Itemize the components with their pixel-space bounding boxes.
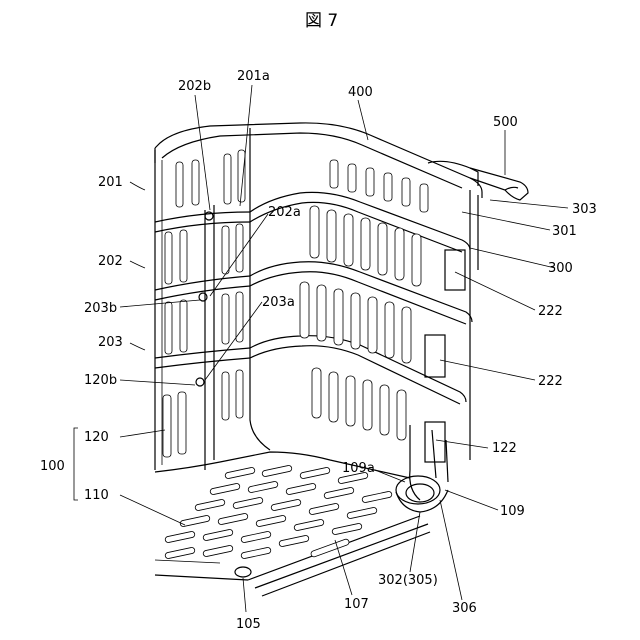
- label-201: 201: [98, 175, 123, 190]
- basket-drawing: [155, 123, 528, 596]
- label-120b: 120b: [84, 373, 117, 388]
- label-100: 100: [40, 459, 65, 474]
- label-500: 500: [493, 115, 518, 130]
- leader-lines: [74, 85, 568, 612]
- label-203: 203: [98, 335, 123, 350]
- label-203a: 203a: [262, 295, 295, 310]
- label-203b: 203b: [84, 301, 117, 316]
- label-107: 107: [344, 597, 369, 612]
- label-300: 300: [548, 261, 573, 276]
- label-303: 303: [572, 202, 597, 217]
- slots-tier-202: [165, 206, 465, 290]
- reference-labels: 400 500 303 301 300 222 222 122 109 109a…: [40, 69, 597, 632]
- label-202a: 202a: [268, 205, 301, 220]
- label-302-305: 302(305): [378, 573, 438, 588]
- label-122: 122: [492, 441, 517, 456]
- floor-slots: [165, 465, 393, 559]
- figure-title: 図 7: [305, 11, 338, 31]
- label-301: 301: [552, 224, 577, 239]
- rib-201: [250, 192, 470, 250]
- label-222-upper: 222: [538, 304, 563, 319]
- floor-hole: [235, 567, 251, 577]
- label-222-lower: 222: [538, 374, 563, 389]
- label-109: 109: [500, 504, 525, 519]
- label-202: 202: [98, 254, 123, 269]
- label-120: 120: [84, 430, 109, 445]
- label-110: 110: [84, 488, 109, 503]
- label-109a: 109a: [342, 461, 375, 476]
- label-105: 105: [236, 617, 261, 632]
- front-corner: [250, 128, 270, 450]
- label-306: 306: [452, 601, 477, 616]
- label-400: 400: [348, 85, 373, 100]
- label-201a: 201a: [237, 69, 270, 84]
- label-202b: 202b: [178, 79, 211, 94]
